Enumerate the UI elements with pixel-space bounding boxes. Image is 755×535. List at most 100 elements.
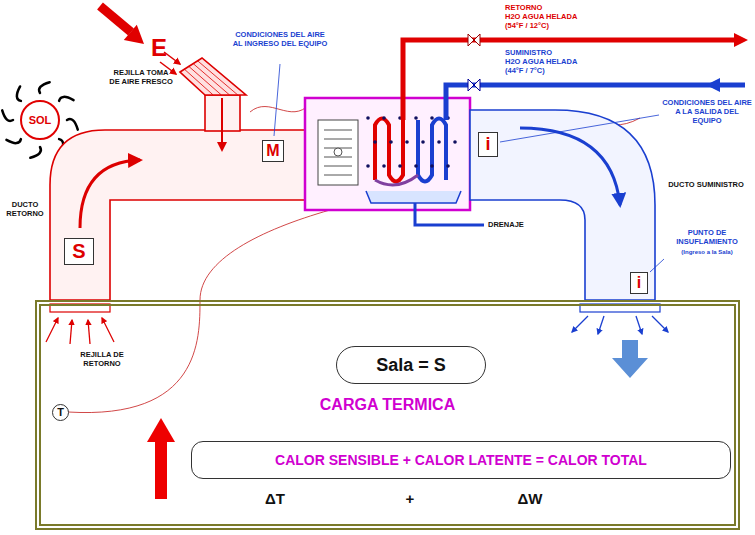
return-duct [50,130,305,300]
sun-ray [67,119,78,130]
valve [468,34,480,46]
pipe-label: H2O AGUA HELADA [505,57,615,66]
grille-slat [189,66,222,95]
pipe-label: (44°F / 7°C) [505,66,615,75]
formula-term: ΔT [255,490,295,508]
callout-note: (Ingreso a la Sala) [662,249,752,256]
sun-label: SOL [29,114,52,126]
drop [398,164,402,168]
control-wire [250,104,310,112]
coil-supply [418,119,446,182]
callout-note: PUNTO DE INSUFLAMIENTO [662,228,752,246]
leader-line [650,259,664,272]
drop [414,116,418,120]
formula-term: + [400,490,420,508]
air-arrow [572,316,588,332]
room-name: Sala = S [376,355,446,376]
drop [405,140,409,144]
flow-arrow [80,160,140,228]
return-arrows [46,318,114,344]
fan-blade [324,130,352,131]
drop [382,164,386,168]
drop [446,164,450,168]
leader-line [274,64,280,136]
state-letter: M [262,140,284,162]
leader-line [500,115,659,142]
drop [453,140,457,144]
drop [430,164,434,168]
sun-arrow [100,6,131,32]
pipe-label: SUMINISTRO [505,48,615,57]
callout-note: CONDICIONES DEL AIRE AL INGRESO DEL EQUI… [230,30,330,48]
grille-slat [198,61,238,95]
drain-tray [366,191,461,203]
room-area: CARGA TERMICA Sala = S CALOR SENSIBLE + CA… [35,300,740,530]
grille-slat [193,64,229,95]
flow-arrow [520,128,620,205]
state-letter: i [630,272,648,294]
formula-term: ΔW [510,490,550,508]
drop [366,116,370,120]
drop [366,164,370,168]
sun-ray [17,86,21,100]
drop [373,140,377,144]
drop [421,140,425,144]
sun-ray [6,139,20,143]
thermostat-symbol: T [52,404,69,421]
air-arrow [88,320,90,344]
inlet-letter: E [148,34,170,63]
air-arrow [598,316,604,334]
condensate-drops [366,116,457,168]
coil-return [375,119,403,182]
diffuser-arrows [572,316,668,334]
grille-label: REJILLA DE RETORNO [62,350,142,368]
supply-duct [470,110,655,300]
duct-label: DUCTO RETORNO [2,200,48,218]
heat-arrow-head [147,418,175,442]
room-heading: CARGA TERMICA [320,396,455,414]
sun-ray [39,82,50,93]
room-name-oval: Sala = S [336,346,486,384]
heat-arrow-shaft [155,441,167,499]
sun-ray [2,110,13,121]
sun-arrow-head [124,25,144,44]
fan-blade [324,139,352,140]
drop [382,116,386,120]
sun-ray [59,97,73,101]
fan-hub [334,148,342,156]
sun-ray [30,147,41,158]
fan-blade [324,175,352,176]
pipe-label: RETORNO [505,3,615,12]
callout-note: CONDICIONES DEL AIRE A LA SALIDA DEL EQU… [661,98,753,125]
duct-label: DUCTO SUMINISTRO [664,180,748,189]
formula-box: CALOR SENSIBLE + CALOR LATENTE = CALOR T… [191,441,731,479]
fan-blades [324,130,352,175]
air-arrow [70,320,72,344]
grille-slats [184,61,237,95]
state-letter: i [478,132,498,157]
valve [468,79,480,91]
drain-label: DRENAJE [488,220,548,229]
drop [389,140,393,144]
sun-circle: SOL [20,100,60,140]
pipe-arrow [734,33,748,47]
pipe-arrow [706,78,720,92]
drop [437,140,441,144]
fan-housing [318,120,358,185]
drop [430,116,434,120]
air-arrow [636,316,642,334]
formula-text: CALOR SENSIBLE + CALOR LATENTE = CALOR T… [275,452,647,468]
pipe-label: (54°F / 12°C) [505,21,615,30]
state-letter: S [64,238,94,265]
air-arrow [102,318,114,342]
grille-slat [184,69,213,95]
drain-pipe [415,203,484,225]
air-arrow [46,318,58,342]
fan-blade [324,166,352,167]
pipe-label: H2O AGUA HELADA [505,12,615,21]
drop [414,164,418,168]
air-arrow [652,316,668,332]
supply-block-arrow [612,340,648,378]
fan-blade [324,157,352,158]
